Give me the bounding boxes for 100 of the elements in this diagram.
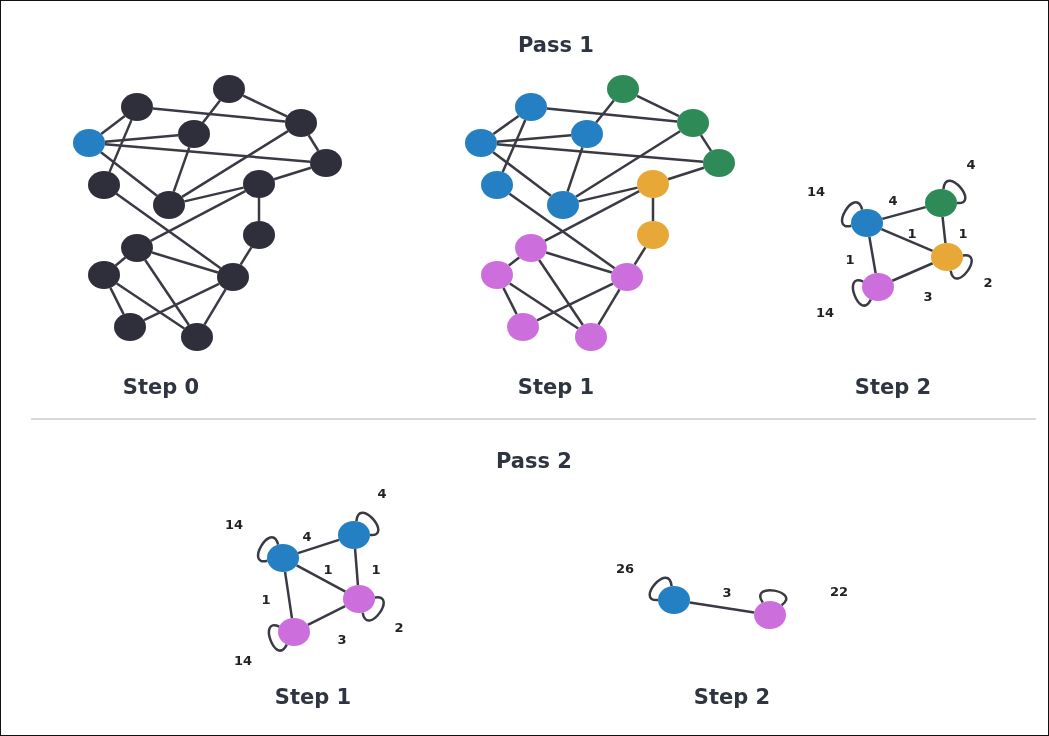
- edge-weight: 3: [337, 631, 347, 647]
- self-loop: [361, 596, 385, 622]
- edge-line: [699, 134, 713, 152]
- self-loop: [648, 576, 673, 602]
- edge-line: [636, 94, 680, 118]
- edge-line: [108, 119, 133, 173]
- graph-node: [637, 221, 669, 249]
- graph-node: [607, 75, 639, 103]
- graph-node: [925, 189, 957, 217]
- edge-weight: 14: [233, 652, 253, 668]
- edge-line: [104, 134, 179, 143]
- edge-line: [172, 146, 191, 193]
- edge-weight: 1: [958, 225, 968, 241]
- edge-line: [891, 262, 934, 282]
- graph-node: [611, 263, 643, 291]
- edge-line: [508, 192, 616, 270]
- graph-node: [507, 313, 539, 341]
- graph-node: [571, 120, 603, 148]
- edge-line: [496, 134, 572, 143]
- graph-node: [515, 93, 547, 121]
- graph-node: [181, 323, 213, 351]
- graph-node: [677, 109, 709, 137]
- self-loop: [267, 624, 288, 652]
- graph-node: [114, 313, 146, 341]
- graph-node: [243, 221, 275, 249]
- edge-line: [880, 227, 934, 253]
- edge-line: [116, 282, 185, 330]
- graph-node: [121, 93, 153, 121]
- edge-weight: 14: [815, 304, 835, 320]
- self-loop: [942, 179, 967, 205]
- graph-node: [217, 263, 249, 291]
- edge-line: [881, 205, 927, 221]
- self-loop: [841, 201, 864, 228]
- graph-node: [481, 171, 513, 199]
- edge-line: [501, 119, 527, 173]
- edge-line: [941, 216, 947, 244]
- edge-line: [297, 538, 340, 555]
- graph-node: [703, 149, 735, 177]
- edge-line: [353, 548, 360, 586]
- edge-weight: 26: [615, 560, 635, 576]
- graph-node: [343, 585, 375, 613]
- step-label: Step 1: [274, 685, 352, 709]
- edge-line: [667, 166, 705, 181]
- edge-line: [283, 571, 294, 619]
- edge-line: [566, 147, 584, 192]
- edge-line: [597, 288, 621, 326]
- step-label: Step 2: [693, 685, 771, 709]
- edge-line: [115, 192, 222, 270]
- graph-node: [73, 129, 105, 157]
- self-loop: [355, 511, 380, 537]
- graph-node: [213, 75, 245, 103]
- edge-line: [536, 282, 614, 322]
- edge-line: [104, 143, 311, 163]
- edge-weight: 1: [371, 561, 381, 577]
- edge-line: [144, 259, 190, 326]
- edge-line: [151, 251, 219, 274]
- edge-weight: 2: [983, 274, 993, 290]
- edge-line: [202, 99, 221, 124]
- edge-line: [689, 601, 755, 614]
- edge-weight: 1: [907, 225, 917, 241]
- edge-line: [538, 259, 584, 326]
- pass-heading: Pass 1: [518, 33, 594, 57]
- edge-line: [651, 198, 655, 221]
- graph-node: [754, 601, 786, 629]
- edge-line: [239, 246, 253, 266]
- edge-line: [595, 99, 615, 124]
- edge-line: [868, 236, 877, 274]
- graph-node: [153, 191, 185, 219]
- graph-node: [481, 261, 513, 289]
- graph-node: [88, 171, 120, 199]
- edge-line: [242, 94, 288, 118]
- edge-line: [150, 190, 246, 242]
- edge-line: [184, 186, 244, 203]
- self-loop: [949, 254, 973, 280]
- graph-node: [310, 149, 342, 177]
- edge-weight: 3: [722, 584, 732, 600]
- edge-line: [203, 288, 227, 326]
- edge-line: [100, 115, 126, 135]
- edge-line: [492, 151, 552, 197]
- edge-line: [143, 282, 220, 322]
- pass-heading: Pass 2: [496, 449, 572, 473]
- edge-line: [257, 198, 261, 221]
- edge-weight: 22: [829, 583, 849, 599]
- graph-node: [575, 323, 607, 351]
- edge-weight: 3: [923, 288, 933, 304]
- graph-node: [178, 120, 210, 148]
- graph-node: [851, 209, 883, 237]
- self-loop: [759, 589, 788, 607]
- graph-node: [637, 170, 669, 198]
- edge-line: [307, 604, 346, 627]
- step-label: Step 0: [122, 375, 200, 399]
- edge-weight: 14: [806, 183, 826, 199]
- edge-line: [100, 151, 158, 197]
- edge-weight: 1: [261, 591, 271, 607]
- edge-line: [296, 564, 346, 593]
- graph-node: [931, 243, 963, 271]
- graph-node: [285, 109, 317, 137]
- edge-weight: 4: [302, 528, 312, 544]
- edge-line: [496, 143, 704, 163]
- edge-weight: 1: [323, 561, 333, 577]
